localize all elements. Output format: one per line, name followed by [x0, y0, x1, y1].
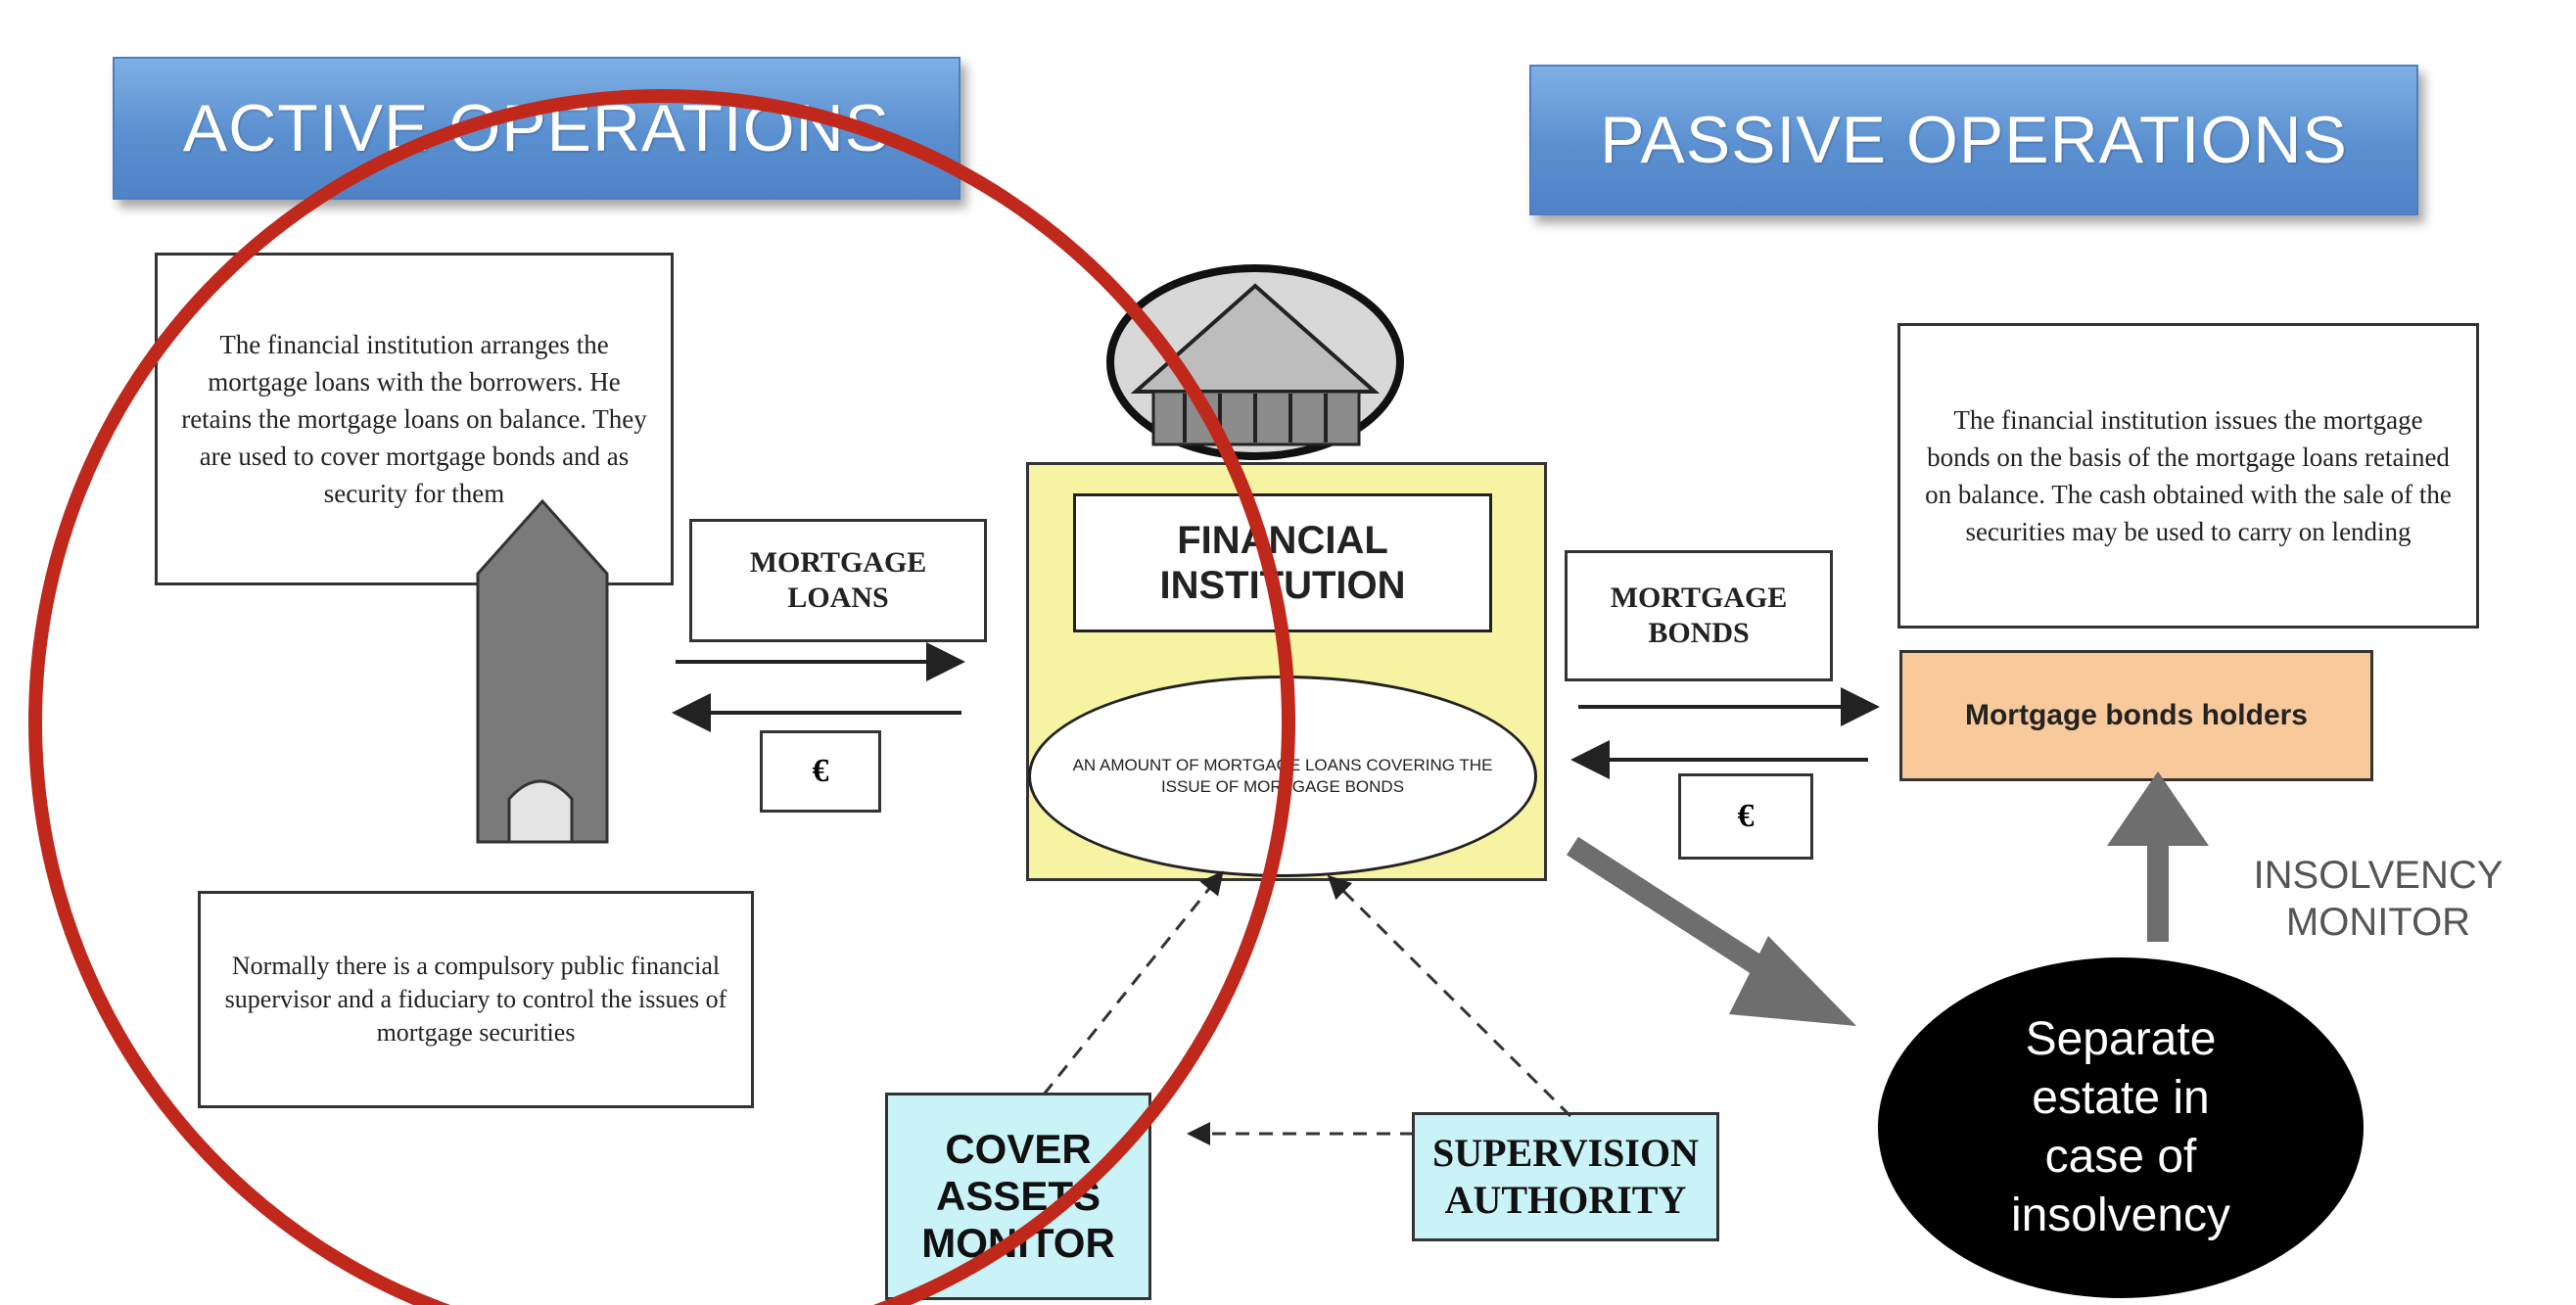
supervision-authority-box: SUPERVISION AUTHORITY [1412, 1112, 1719, 1241]
mortgage-bonds-box: MORTGAGE BONDS [1565, 550, 1833, 681]
mortgage-bonds-label: MORTGAGE BONDS [1610, 582, 1788, 649]
mortgage-loans-label: MORTGAGE LOANS [749, 546, 927, 614]
bank-building-icon [1106, 264, 1404, 460]
active-operations-highlight-circle [28, 89, 1295, 1305]
supervision-note-box: Normally there is a compulsory public fi… [198, 891, 754, 1108]
mortgage-loans-box: MORTGAGE LOANS [689, 519, 987, 642]
house-icon [476, 498, 609, 844]
active-description-text: The financial institution arranges the m… [181, 330, 647, 508]
insolvency-monitor-label: INSOLVENCY MONITOR [2253, 854, 2504, 944]
active-euro-label: € [812, 753, 829, 789]
insolvency-up-arrow [2107, 771, 2209, 942]
active-euro-box: € [760, 730, 881, 813]
to-separate-estate-arrow [1567, 836, 1856, 1026]
supervision-authority-text: SUPERVISION AUTHORITY [1432, 1131, 1699, 1222]
passive-euro-label: € [1737, 798, 1755, 834]
separate-estate-oval: Separate estate in case of insolvency [1878, 957, 2364, 1298]
passive-description-box: The financial institution issues the mor… [1897, 323, 2479, 629]
mortgage-bonds-holders-box: Mortgage bonds holders [1899, 650, 2373, 781]
supervision-to-institution-arrow [1327, 874, 1572, 1118]
supervision-note-text: Normally there is a compulsory public fi… [224, 952, 727, 1047]
mortgage-bonds-holders-text: Mortgage bonds holders [1964, 699, 2308, 731]
passive-operations-header: PASSIVE OPERATIONS [1529, 65, 2418, 215]
passive-operations-label: PASSIVE OPERATIONS [1600, 103, 2348, 177]
passive-euro-box: € [1678, 773, 1813, 860]
active-description-box: The financial institution arranges the m… [155, 253, 674, 585]
separate-estate-text: Separate estate in case of insolvency [2010, 1013, 2231, 1241]
passive-description-text: The financial institution issues the mor… [1925, 405, 2452, 546]
